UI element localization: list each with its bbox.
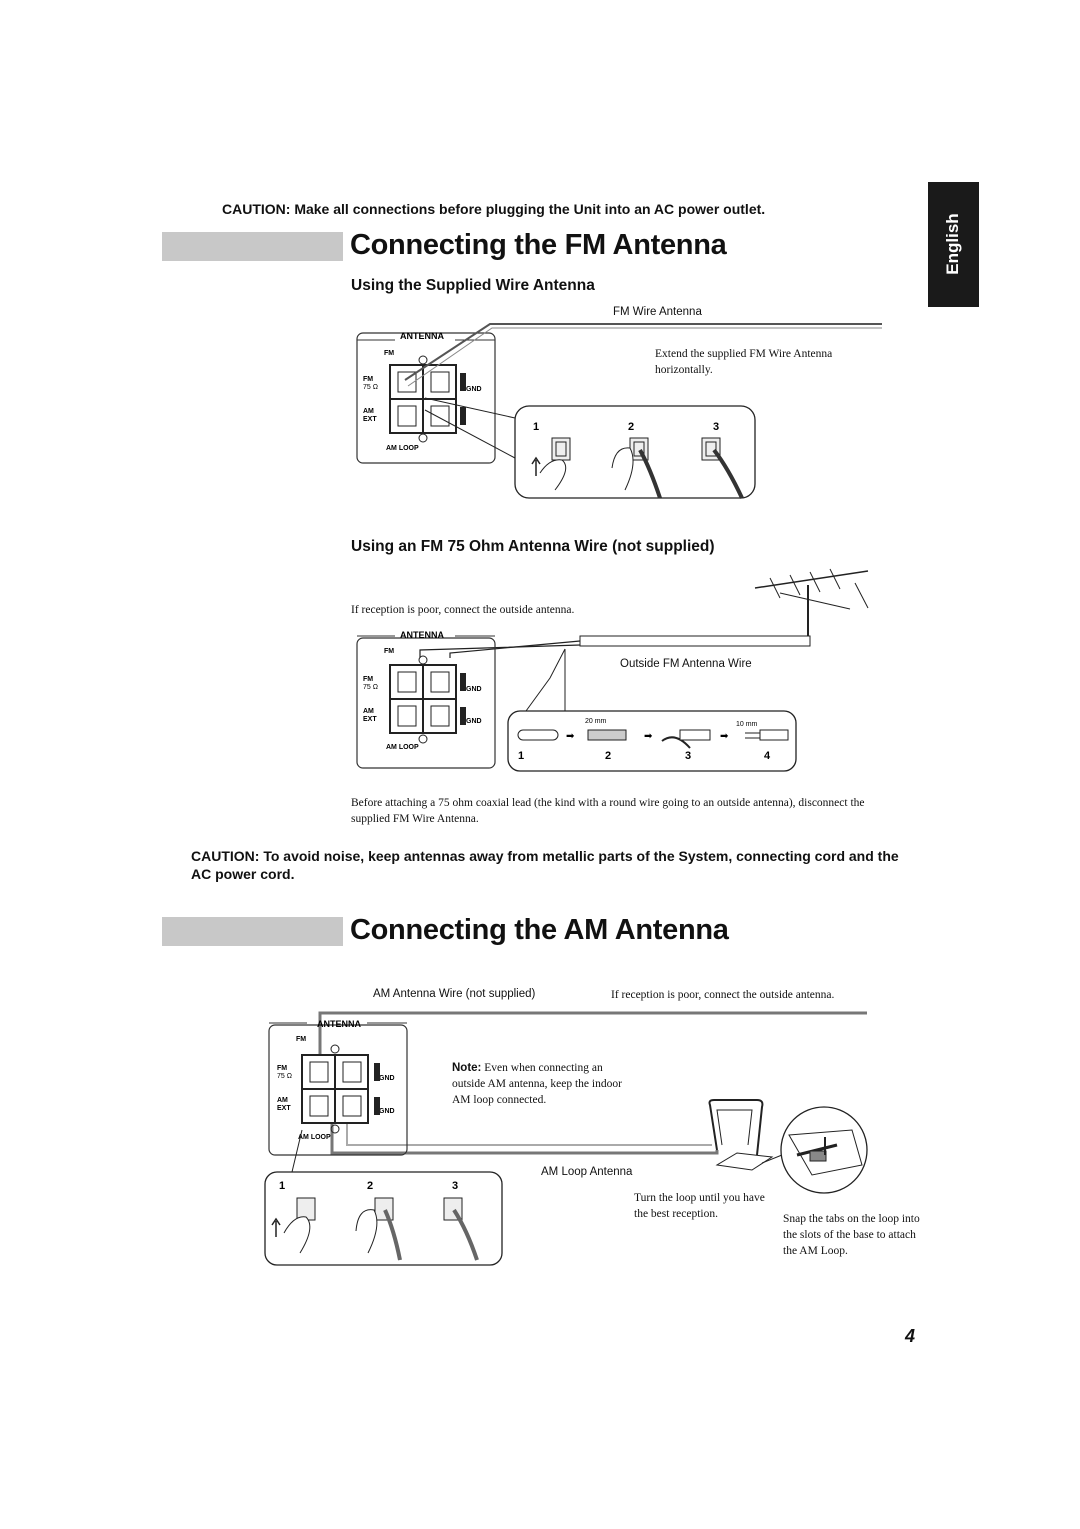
- am-step1-terminal-icon: [271, 1197, 316, 1254]
- fm-outside-heading: Using an FM 75 Ohm Antenna Wire (not sup…: [351, 538, 715, 555]
- terminal-fm-label: FM: [384, 350, 394, 357]
- svg-text:➡: ➡: [566, 731, 575, 742]
- fm-wire-antenna-label: FM Wire Antenna: [613, 306, 702, 318]
- svg-text:GND: GND: [466, 386, 482, 393]
- svg-text:FM: FM: [363, 376, 373, 383]
- svg-text:20 mm: 20 mm: [585, 718, 607, 725]
- fm-wire-heading: Using the Supplied Wire Antenna: [351, 277, 595, 294]
- svg-text:AM: AM: [277, 1097, 288, 1104]
- svg-text:GND: GND: [379, 1108, 395, 1115]
- am-note: Note: Even when connecting an outside AM…: [452, 1060, 627, 1108]
- fm-title-bar: [162, 232, 343, 261]
- step3-terminal-icon: [701, 437, 744, 499]
- am-step3-terminal-icon: [443, 1197, 479, 1261]
- am-turn-text: Turn the loop until you have the best re…: [634, 1192, 765, 1220]
- terminal-panel: ANTENNA FM FM 75 Ω AM EXT GND AM LOOP: [356, 331, 496, 464]
- language-tab-label: English: [943, 213, 962, 275]
- am-diagram: ANTENNA FM FM 75 Ω AM EXT GND GND AM LOO…: [264, 1011, 868, 1266]
- svg-text:ANTENNA: ANTENNA: [400, 630, 444, 640]
- rooftop-antenna-icon: [754, 568, 869, 643]
- am-loop-antenna-icon: [708, 1099, 783, 1171]
- svg-text:2: 2: [367, 1180, 373, 1192]
- svg-text:2: 2: [605, 750, 611, 762]
- svg-text:GND: GND: [466, 686, 482, 693]
- fm-wire-instruction: Extend the supplied FM Wire Antenna hori…: [655, 348, 833, 376]
- fm-wire-diagram: ANTENNA FM FM 75 Ω AM EXT GND AM LOOP 1 …: [356, 323, 882, 499]
- fm-outside-diagram: ANTENNA FM FM 75 Ω AM EXT GND GND AM LOO…: [356, 568, 869, 772]
- language-tab: English: [928, 182, 979, 307]
- am-tip: If reception is poor, connect the outsid…: [611, 989, 835, 1001]
- am-loop-detail-magnified: [780, 1106, 868, 1194]
- caution-noise: CAUTION: To avoid noise, keep antennas a…: [191, 848, 899, 882]
- fm-outside-note: Before attaching a 75 ohm coaxial lead (…: [351, 797, 865, 825]
- svg-text:AM LOOP: AM LOOP: [298, 1134, 331, 1141]
- svg-text:3: 3: [452, 1180, 458, 1192]
- am-section-title: Connecting the AM Antenna: [350, 914, 729, 946]
- terminal-panel-am: ANTENNA FM FM 75 Ω AM EXT GND GND AM LOO…: [268, 1019, 408, 1156]
- svg-text:EXT: EXT: [363, 416, 377, 423]
- am-step2-terminal-icon: [355, 1197, 402, 1261]
- svg-text:1: 1: [518, 750, 524, 762]
- svg-text:75 Ω: 75 Ω: [277, 1073, 292, 1080]
- fm-outside-tip: If reception is poor, connect the outsid…: [351, 604, 575, 616]
- svg-text:EXT: EXT: [277, 1105, 291, 1112]
- svg-text:75 Ω: 75 Ω: [363, 684, 378, 691]
- svg-text:AM: AM: [363, 408, 374, 415]
- terminal-antenna-label: ANTENNA: [400, 331, 444, 341]
- svg-text:FM: FM: [296, 1036, 306, 1043]
- svg-text:3: 3: [713, 421, 719, 433]
- fm-section-title: Connecting the FM Antenna: [350, 229, 727, 261]
- svg-text:1: 1: [533, 421, 539, 433]
- svg-text:AM: AM: [363, 708, 374, 715]
- terminal-amloop-label: AM LOOP: [386, 445, 419, 452]
- svg-text:FM: FM: [363, 676, 373, 683]
- svg-text:FM: FM: [277, 1065, 287, 1072]
- svg-text:GND: GND: [466, 718, 482, 725]
- svg-text:1: 1: [279, 1180, 285, 1192]
- am-note-text: Even when connecting an outside AM anten…: [452, 1062, 622, 1106]
- terminal-panel-outside: ANTENNA FM FM 75 Ω AM EXT GND GND AM LOO…: [356, 630, 496, 769]
- caution-top: CAUTION: Make all connections before plu…: [222, 201, 766, 217]
- step1-terminal-icon: [531, 437, 571, 491]
- am-note-label: Note:: [452, 1062, 482, 1074]
- svg-text:FM: FM: [384, 648, 394, 655]
- am-loop-label: AM Loop Antenna: [541, 1166, 633, 1178]
- am-title-bar: [162, 917, 343, 946]
- svg-text:3: 3: [685, 750, 691, 762]
- svg-text:2: 2: [628, 421, 634, 433]
- svg-text:➡: ➡: [644, 731, 653, 742]
- am-snap-text: Snap the tabs on the loop into the slots…: [783, 1213, 920, 1257]
- svg-text:ANTENNA: ANTENNA: [317, 1019, 361, 1029]
- svg-text:10 mm: 10 mm: [736, 721, 758, 728]
- svg-text:GND: GND: [379, 1075, 395, 1082]
- fm-outside-wire-label: Outside FM Antenna Wire: [620, 658, 752, 670]
- step2-terminal-icon: [611, 437, 662, 499]
- am-wire-label: AM Antenna Wire (not supplied): [373, 988, 536, 1000]
- page-number: 4: [905, 1326, 916, 1346]
- svg-text:75 Ω: 75 Ω: [363, 384, 378, 391]
- svg-text:4: 4: [764, 750, 771, 762]
- svg-text:AM LOOP: AM LOOP: [386, 744, 419, 751]
- svg-text:➡: ➡: [720, 731, 729, 742]
- svg-text:EXT: EXT: [363, 716, 377, 723]
